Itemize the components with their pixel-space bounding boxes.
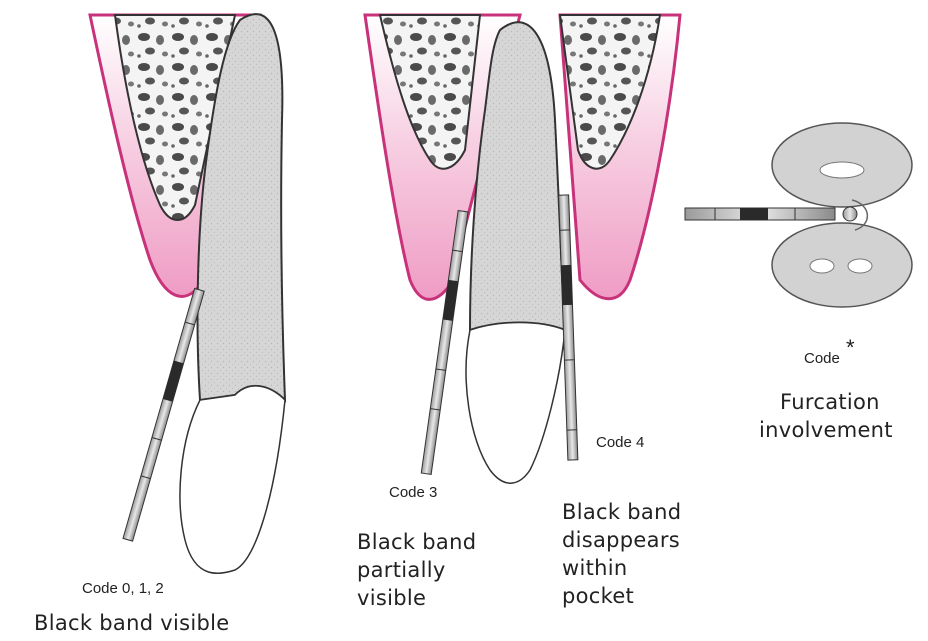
description-line: Black band visible: [34, 609, 230, 637]
panel-furcation-illustration: [685, 123, 912, 307]
description-line: involvement: [759, 416, 893, 444]
code-text: Code: [804, 350, 840, 367]
panel-code-0-1-2-illustration: [90, 14, 285, 573]
panel-code-3-4-illustration: [365, 15, 680, 483]
description-partially-visible: Black band partially visible: [357, 528, 476, 612]
code-label-furcation: Code *: [804, 343, 855, 369]
description-line: partially: [357, 556, 476, 584]
description-line: Black band: [357, 528, 476, 556]
furcation-probe: [685, 207, 857, 221]
description-line: disappears: [562, 526, 681, 554]
description-black-band-visible: Black band visible: [34, 609, 230, 637]
description-line: within: [562, 554, 681, 582]
tooth-crown: [466, 323, 565, 484]
description-line: Black band: [562, 498, 681, 526]
tooth-crown: [180, 386, 285, 573]
description-line: Furcation: [767, 388, 893, 416]
code-label-0-1-2: Code 0, 1, 2: [82, 580, 164, 597]
description-disappears-within-pocket: Black band disappears within pocket: [562, 498, 681, 610]
code-label-3: Code 3: [389, 484, 437, 501]
description-furcation-involvement: Furcation involvement: [767, 388, 893, 444]
furcation-disc-bottom: [772, 223, 912, 307]
asterisk-symbol: *: [846, 335, 855, 360]
description-line: pocket: [562, 582, 681, 610]
code-label-4: Code 4: [596, 434, 644, 451]
description-line: visible: [357, 584, 476, 612]
